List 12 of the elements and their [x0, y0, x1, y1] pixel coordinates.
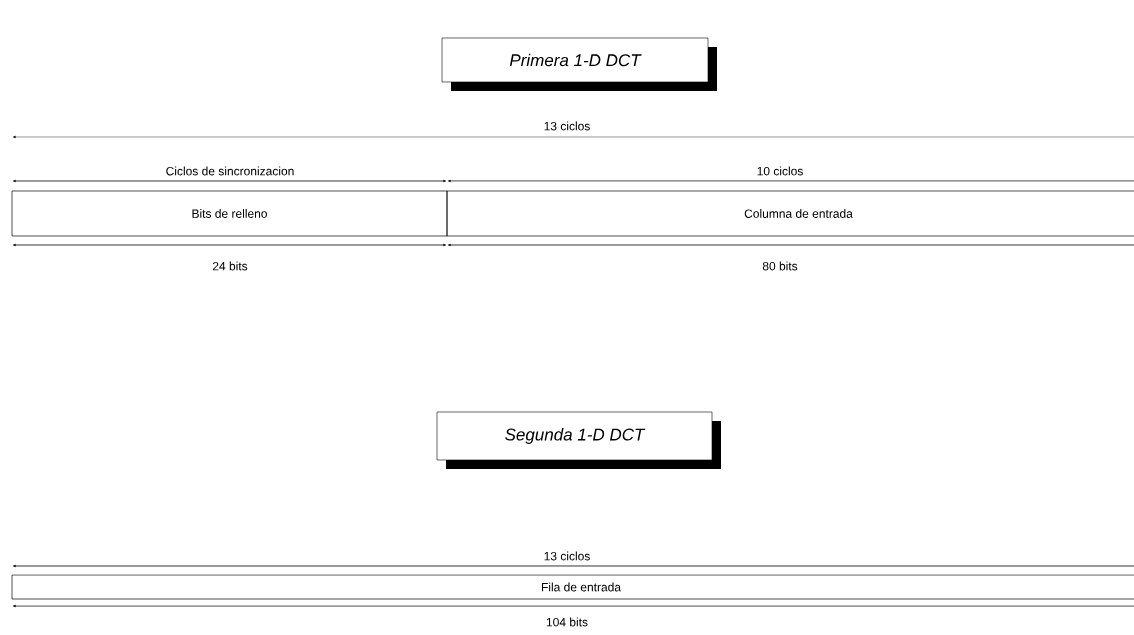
- field-box: Columna de entrada: [446, 190, 1134, 237]
- dimension-label: Ciclos de sincronizacion: [166, 166, 294, 176]
- field-box: Bits de relleno: [11, 190, 448, 237]
- dimension-label: 13 ciclos: [544, 551, 590, 561]
- dimension-label: 13 ciclos: [544, 121, 590, 131]
- dimension-label: 80 bits: [762, 261, 798, 271]
- field-box: Fila de entrada: [11, 574, 1134, 600]
- title-box: Segunda 1-D DCT: [436, 411, 721, 469]
- dimension-label: 10 ciclos: [757, 166, 803, 176]
- title-box: Primera 1-D DCT: [441, 37, 717, 91]
- dimension-label: 104 bits: [546, 617, 588, 627]
- dimension-label: 24 bits: [212, 261, 248, 271]
